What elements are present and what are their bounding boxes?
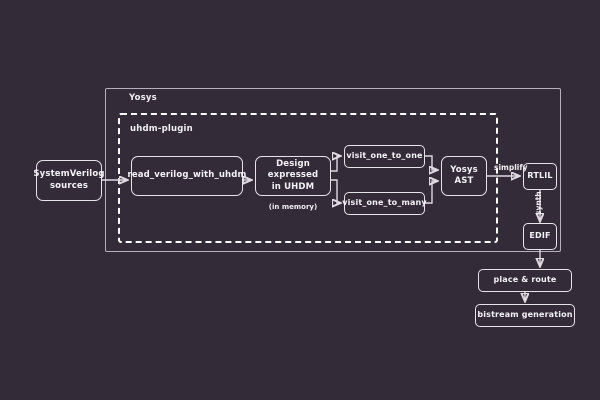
node-label: Yosys AST [450, 164, 478, 186]
node-design-expressed-in-uhdm[interactable]: Design expressed in UHDM [255, 156, 331, 196]
node-label: read_verilog_with_uhdm [127, 170, 247, 181]
node-label: place & route [493, 275, 557, 285]
node-label-line2: sources [49, 180, 89, 191]
node-label: visit_one_to_many [342, 198, 427, 208]
group-yosys [105, 88, 561, 252]
node-label-line2: in UHDM [271, 181, 315, 192]
node-visit-one-to-many[interactable]: visit_one_to_many [342, 192, 427, 215]
edge-label-synth: synth [534, 191, 543, 215]
node-rtlil[interactable]: RTLIL [523, 163, 557, 190]
node-label: RTLIL [527, 171, 553, 181]
node-bistream-generation[interactable]: bistream generation [475, 304, 575, 327]
node-visit-one-to-one[interactable]: visit_one_to_one [344, 145, 425, 168]
node-label: bistream generation [477, 310, 573, 320]
node-label: Design expressed in UHDM [256, 159, 330, 193]
node-label-line1: SystemVerilog [33, 169, 105, 180]
group-uhdm-plugin-label: uhdm-plugin [130, 124, 193, 134]
node-label: SystemVerilog sources [33, 169, 104, 192]
node-place-and-route[interactable]: place & route [478, 269, 572, 292]
node-label-line1: Design expressed [267, 158, 319, 181]
edge-label-simplify: simplify [494, 163, 528, 172]
node-label: visit_one_to_one [346, 151, 423, 161]
node-systemverilog-sources[interactable]: SystemVerilog sources [33, 160, 104, 201]
caption-in-memory: (in memory) [268, 203, 318, 211]
node-yosys-ast[interactable]: Yosys AST [441, 156, 487, 196]
node-label: EDIF [529, 231, 551, 241]
group-yosys-label: Yosys [129, 93, 157, 103]
node-read-verilog-with-uhdm[interactable]: read_verilog_with_uhdm [128, 156, 246, 196]
node-edif[interactable]: EDIF [523, 223, 557, 250]
group-uhdm-plugin [118, 113, 498, 243]
